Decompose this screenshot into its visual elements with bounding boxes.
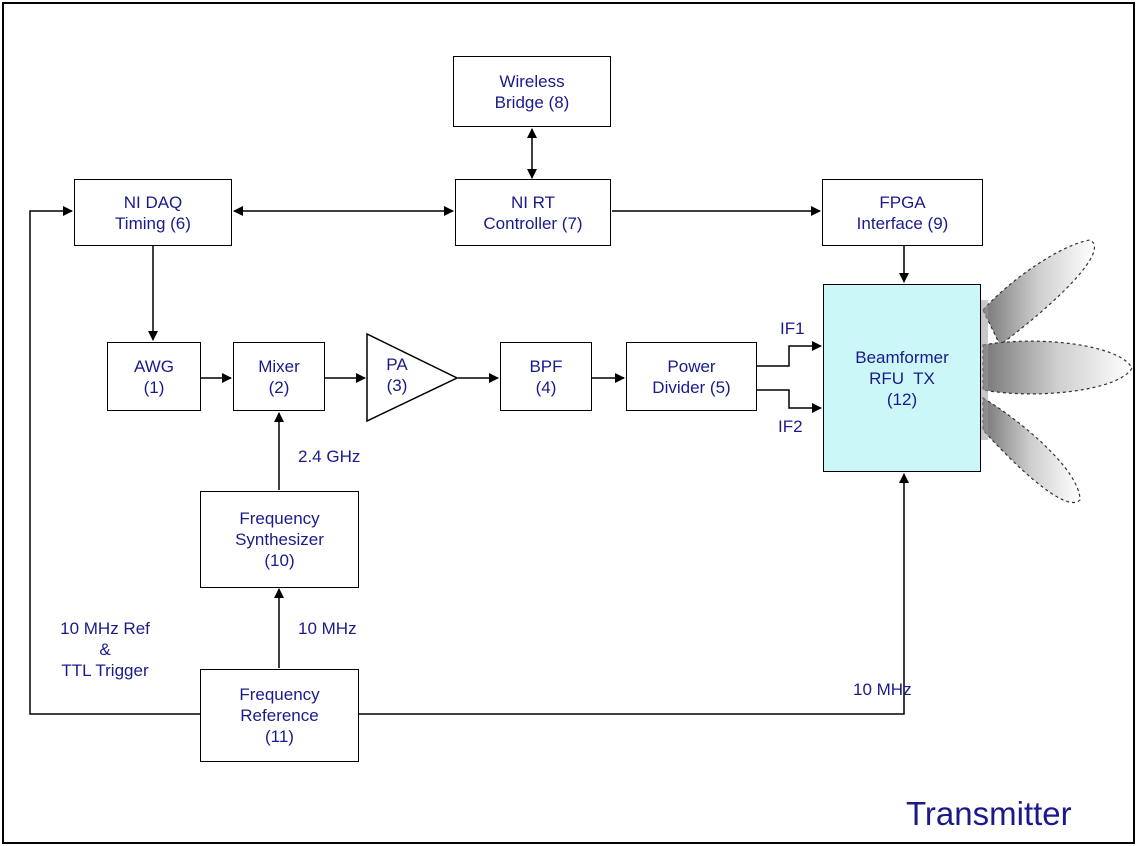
ref-trigger-line2: & bbox=[99, 640, 111, 659]
wireless-bridge-block[interactable]: Wireless Bridge (8) bbox=[453, 56, 611, 127]
freq-ref-line1: Frequency bbox=[239, 685, 320, 704]
freq-synth-line3: (10) bbox=[264, 551, 295, 570]
if2-label: IF2 bbox=[778, 417, 803, 436]
mixer-line2: (2) bbox=[268, 377, 290, 397]
ni-rt-block[interactable]: NI RT Controller (7) bbox=[455, 179, 611, 246]
freq-synth-line1: Frequency bbox=[239, 509, 320, 528]
power-divider-line2: Divider (5) bbox=[652, 377, 731, 397]
fpga-line2: Interface (9) bbox=[856, 213, 949, 233]
beam-lobe-middle bbox=[982, 340, 1133, 395]
mhz-synth-label: 10 MHz bbox=[298, 619, 357, 638]
ni-rt-line1: NI RT bbox=[510, 192, 556, 212]
power-divider-block[interactable]: Power Divider (5) bbox=[626, 342, 757, 411]
pa-label[interactable]: PA (3) bbox=[372, 354, 422, 396]
beam-base-shade bbox=[980, 300, 988, 440]
diagram-title: Transmitter bbox=[906, 795, 1072, 832]
wireless-bridge-line2: Bridge (8) bbox=[494, 92, 570, 112]
beam-lobe-upper bbox=[982, 239, 1096, 346]
link-ref-daq bbox=[29, 206, 200, 715]
freq-ref-line3: (11) bbox=[265, 727, 294, 746]
ref-trigger-label: 10 MHz Ref & TTL Trigger bbox=[38, 618, 172, 681]
beamformer-line2: RFU TX bbox=[869, 368, 935, 388]
ghz-label: 2.4 GHz bbox=[298, 447, 361, 466]
beam-pattern bbox=[980, 239, 1133, 503]
if1-label: IF1 bbox=[780, 319, 805, 338]
pa-line1: PA bbox=[386, 355, 408, 374]
mixer-block[interactable]: Mixer (2) bbox=[233, 342, 325, 411]
ni-daq-line1: NI DAQ bbox=[123, 192, 183, 212]
fpga-line1: FPGA bbox=[879, 192, 926, 212]
freq-ref-line2: Reference bbox=[240, 706, 319, 725]
awg-block[interactable]: AWG (1) bbox=[107, 342, 201, 411]
beamformer-block[interactable]: Beamformer RFU TX (12) bbox=[823, 284, 981, 472]
link-if1 bbox=[757, 341, 822, 367]
ref-trigger-line3: TTL Trigger bbox=[61, 661, 149, 680]
ni-daq-block[interactable]: NI DAQ Timing (6) bbox=[74, 179, 232, 246]
freq-synth-line2: Synthesizer bbox=[235, 530, 324, 549]
awg-line2: (1) bbox=[143, 377, 165, 397]
beam-lobe-lower bbox=[982, 396, 1081, 503]
bpf-block[interactable]: BPF (4) bbox=[500, 342, 592, 411]
link-if2 bbox=[757, 389, 822, 413]
ni-rt-line2: Controller (7) bbox=[483, 213, 583, 233]
fpga-block[interactable]: FPGA Interface (9) bbox=[822, 179, 983, 246]
wireless-bridge-line1: Wireless bbox=[499, 71, 565, 91]
awg-line1: AWG bbox=[134, 356, 174, 376]
beamformer-line1: Beamformer bbox=[855, 347, 949, 367]
ref-trigger-line1: 10 MHz Ref bbox=[60, 619, 150, 638]
power-divider-line1: Power bbox=[667, 356, 716, 376]
beamformer-line3: (12) bbox=[886, 389, 918, 409]
bpf-line1: BPF bbox=[529, 356, 563, 376]
pa-amplifier-shape bbox=[366, 332, 459, 423]
mixer-line1: Mixer bbox=[258, 356, 300, 376]
ni-daq-line2: Timing (6) bbox=[115, 213, 191, 233]
bpf-line2: (4) bbox=[535, 377, 557, 397]
link-ref-beamformer bbox=[359, 473, 909, 715]
connections bbox=[29, 128, 909, 715]
freq-synth-block[interactable]: Frequency Synthesizer (10) bbox=[200, 491, 359, 588]
mhz-beamformer-label: 10 MHz bbox=[853, 680, 912, 699]
freq-ref-block[interactable]: Frequency Reference (11) bbox=[200, 669, 359, 762]
pa-line2: (3) bbox=[386, 376, 408, 395]
